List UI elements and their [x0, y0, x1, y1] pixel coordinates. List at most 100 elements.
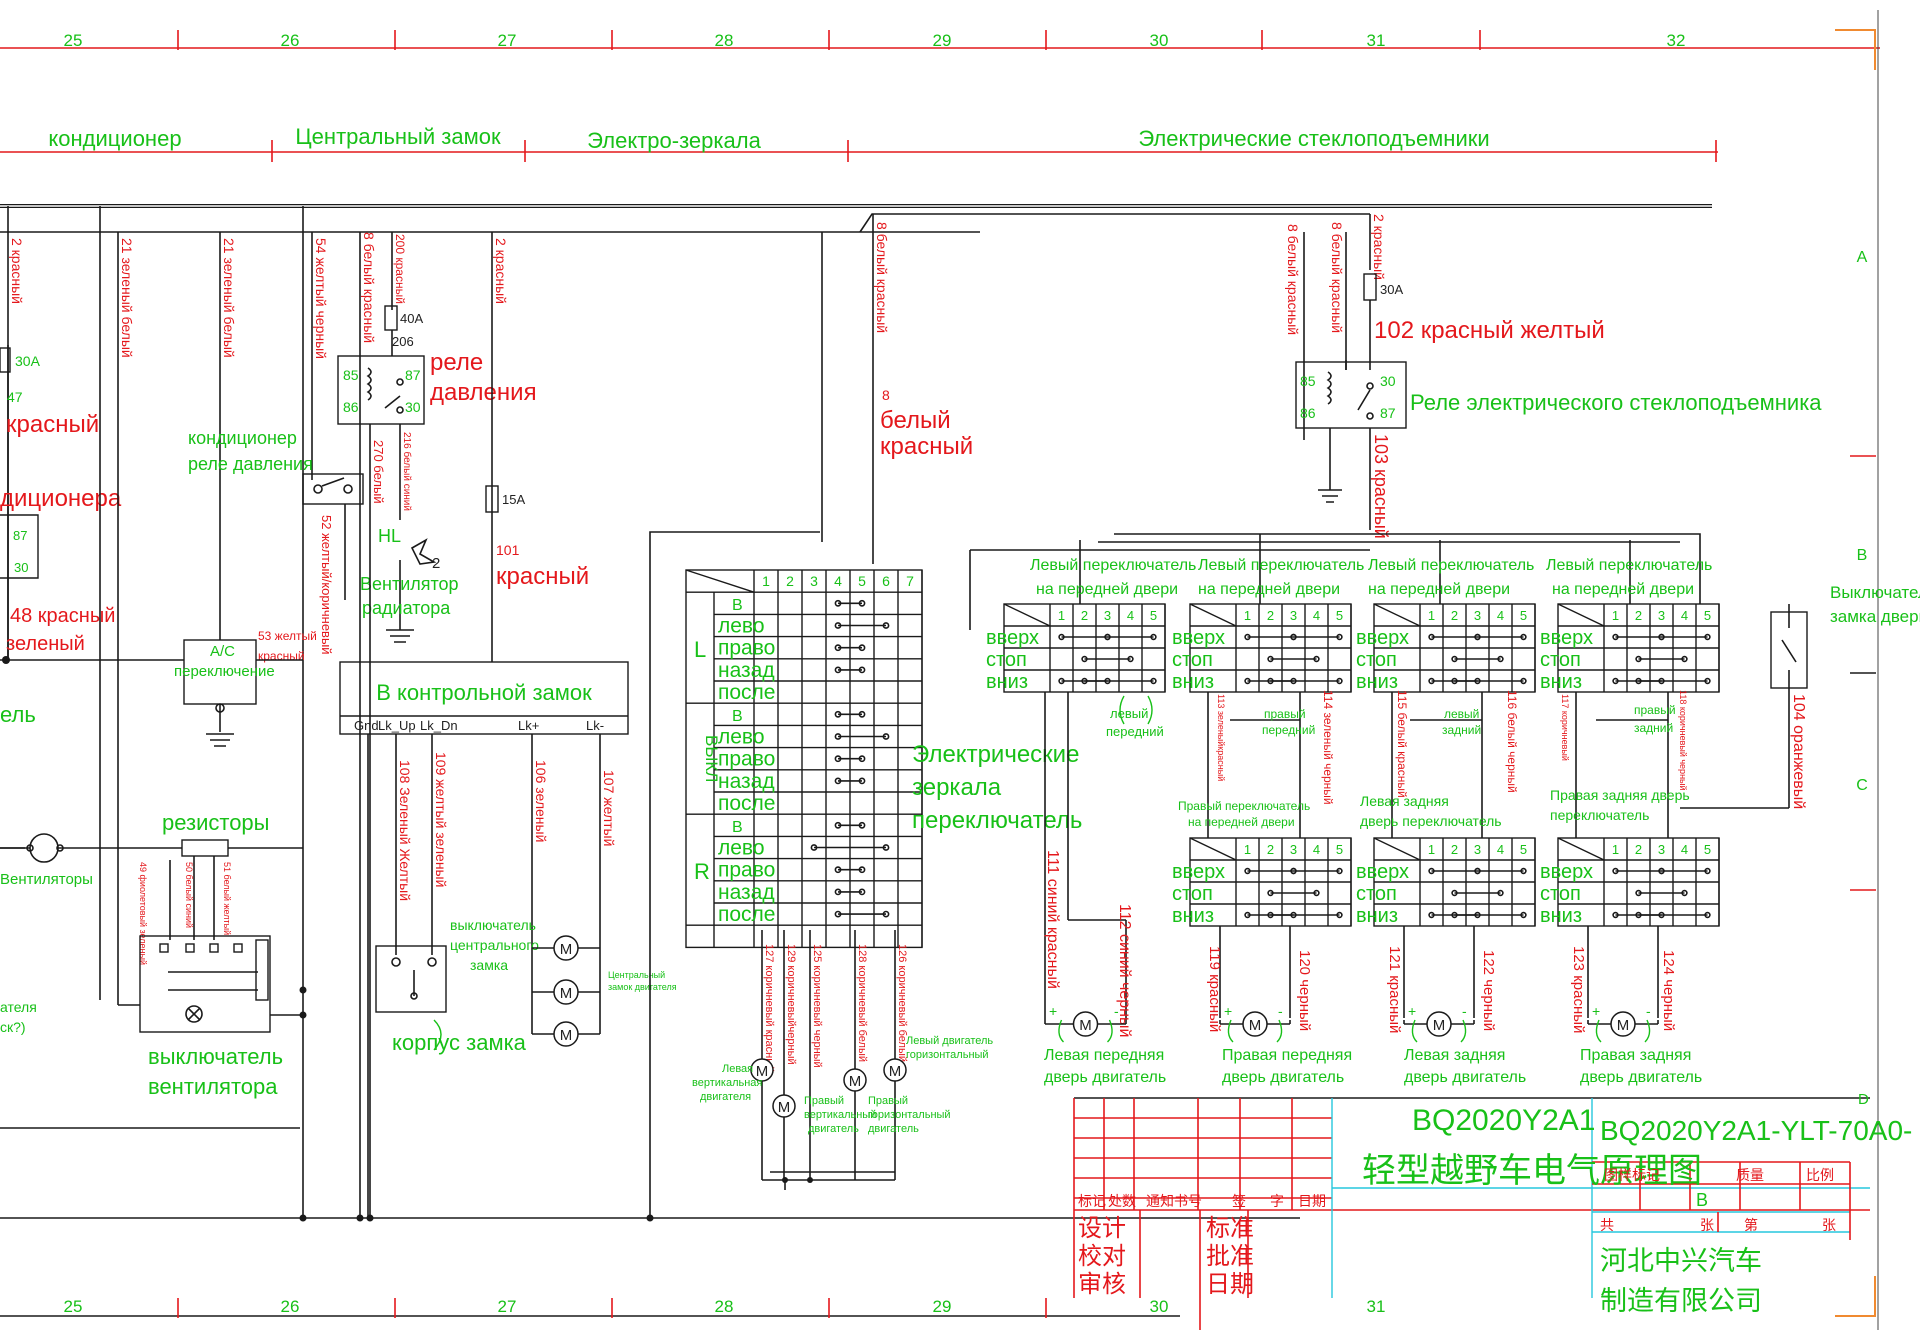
svg-text:M: M	[1433, 1017, 1446, 1034]
win-m2b: дверь двигатель	[1222, 1069, 1344, 1086]
win-sw-rl1: Левая задняя	[1360, 793, 1449, 809]
svg-text:-: -	[1462, 1003, 1467, 1019]
win-sw-fl4a: Левый переключатель	[1546, 557, 1712, 574]
ac-section: 21 зеленый белый 21 зеленый белый 54 жел…	[0, 206, 537, 1222]
win-p86: 86	[1300, 405, 1316, 421]
sw-row-2: вниз	[1172, 905, 1214, 927]
sw-row-1: стоп	[1356, 649, 1397, 671]
lock-motors1: Центральный	[608, 970, 665, 980]
bcol-26: 26	[281, 1297, 300, 1316]
ac-w50: 50 белый синий	[184, 862, 194, 928]
mirror-group-r: R	[694, 859, 710, 884]
ac-relay-title2: давления	[430, 379, 537, 406]
ac-fan-hl: HL	[378, 526, 401, 546]
tb-hdr-2: 通知书号	[1146, 1193, 1202, 1209]
svg-text:+: +	[1049, 1003, 1057, 1019]
window-motor-front-left: M+-	[1044, 1003, 1127, 1043]
tb-hdr-1: 处数	[1108, 1193, 1136, 1209]
bcol-28: 28	[715, 1297, 734, 1316]
sw-row-1: стоп	[1356, 883, 1397, 905]
lock-section: 2 красный 15A 101 красный В контрольной …	[339, 232, 820, 1222]
mir-motor-rv: M	[772, 1094, 796, 1118]
ac-w21a: 21 зеленый белый	[119, 238, 135, 358]
left-p30: 30	[14, 560, 28, 575]
sw-col-3: 3	[1474, 608, 1481, 623]
ac-w216: 216 белый синий	[401, 432, 413, 511]
left-fuse: 30A	[15, 353, 41, 369]
sw-col-4: 4	[1497, 842, 1504, 857]
lock-motors2: замок двигателя	[608, 982, 677, 992]
col-30: 30	[1150, 31, 1169, 50]
sw-col-4: 4	[1681, 842, 1688, 857]
mirror-row-l-2: право	[718, 637, 775, 660]
svg-text:+: +	[1592, 1003, 1600, 1019]
mir-lh1: Левый двигатель	[906, 1035, 993, 1047]
svg-text:M: M	[560, 1027, 573, 1044]
win-door-sw1: Выключатель	[1830, 583, 1920, 602]
bcol-30: 30	[1150, 1297, 1169, 1316]
svg-text:M: M	[1249, 1017, 1262, 1034]
ac-w270: 270 белый	[371, 440, 386, 504]
mirror-row-off-2: право	[718, 748, 775, 771]
lock-w109: 109 желтый зеленый	[433, 752, 449, 887]
win-m4b: дверь двигатель	[1580, 1069, 1702, 1086]
mir-w8b2: белый	[880, 407, 951, 434]
bcol-29: 29	[933, 1297, 952, 1316]
windows-section: 8 белый красный 8 белый красный 2 красны…	[969, 214, 1920, 1086]
tb-std: 标准	[1206, 1215, 1254, 1242]
win-w102: 102 красный желтый	[1374, 317, 1605, 344]
sw-col-2: 2	[1635, 842, 1642, 857]
window-motor-front-right: M+-	[1219, 1003, 1291, 1043]
mir-title1: Электрические	[912, 741, 1079, 768]
mir-rh3: двигатель	[868, 1123, 919, 1135]
win-p30: 30	[1380, 373, 1396, 389]
sw-row-2: вниз	[986, 671, 1028, 693]
win-m1a: Левая передняя	[1044, 1047, 1164, 1064]
win-w116: 116 белый черный	[1505, 690, 1519, 793]
sw-row-2: вниз	[1356, 905, 1398, 927]
sw-col-5: 5	[1704, 608, 1711, 623]
ac-w52: 52 желтый/коричневый	[319, 515, 334, 655]
win-lbl-lr2: задний	[1442, 723, 1481, 737]
win-lbl-lp2: передний	[1106, 724, 1164, 739]
win-w8b: 8 белый красный	[1329, 222, 1345, 333]
mir-lv3: двигателя	[700, 1091, 751, 1103]
win-w103: 103 красный	[1371, 434, 1391, 539]
col-28: 28	[715, 31, 734, 50]
lock-red: красный	[496, 563, 589, 590]
lock-w106: 106 зеленый	[533, 760, 549, 842]
ac-w21b: 21 зеленый белый	[221, 238, 237, 358]
mir-rh1: Правый	[868, 1095, 908, 1107]
ac-206: 206	[392, 334, 414, 349]
tb-design: 设计	[1078, 1215, 1126, 1242]
ac-fuse40: 40A	[400, 311, 423, 326]
mirror-col-2: 2	[786, 573, 794, 589]
win-w114: 114 зеленый черный	[1321, 690, 1335, 805]
mir-w8b3: красный	[880, 433, 973, 460]
sw-col-5: 5	[1520, 608, 1527, 623]
tb-model: BQ2020Y2A1	[1412, 1104, 1595, 1137]
win-sw-rl2: дверь переключатель	[1360, 813, 1502, 829]
mir-lv2: вертикальная	[692, 1077, 762, 1089]
sw-row-0: вверх	[986, 627, 1039, 649]
sw-col-3: 3	[1104, 608, 1111, 623]
sw-col-1: 1	[1058, 608, 1065, 623]
sw-col-4: 4	[1127, 608, 1134, 623]
mir-rv3: двигатель	[808, 1123, 859, 1135]
row-b: B	[1857, 547, 1868, 564]
sw-col-2: 2	[1081, 608, 1088, 623]
tb-name: 轻型越野车电气原理图	[1362, 1152, 1702, 1190]
power-bus	[0, 204, 1712, 233]
bcol-27: 27	[498, 1297, 517, 1316]
col-32: 32	[1667, 31, 1686, 50]
tb-no: 第	[1744, 1217, 1758, 1233]
left-w2: 2 красный	[9, 238, 25, 304]
sw-row-0: вверх	[1172, 861, 1225, 883]
lock-pin-lkup: Lk_Up	[378, 718, 416, 733]
win-w118: 118 коричневый черный	[1678, 690, 1688, 791]
mir-rv2: вертикальный	[804, 1109, 876, 1121]
win-w122: 122 черный	[1480, 950, 1497, 1031]
mirror-col-3: 3	[810, 573, 818, 589]
